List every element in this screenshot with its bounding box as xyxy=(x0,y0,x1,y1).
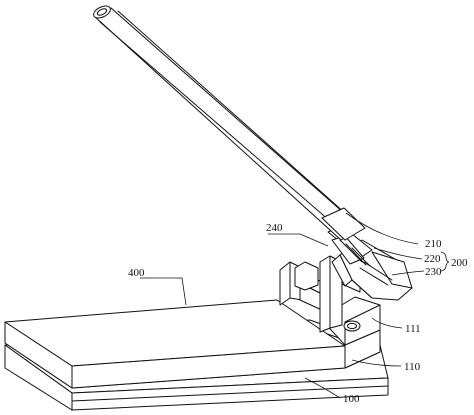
workpiece-400 xyxy=(4,299,346,389)
label-400: 400 xyxy=(128,267,145,279)
label-111: 111 xyxy=(405,323,421,335)
label-240: 240 xyxy=(266,222,283,234)
label-200: 200 xyxy=(451,257,468,269)
label-210: 210 xyxy=(425,238,442,250)
label-220: 220 xyxy=(424,253,441,265)
label-110: 110 xyxy=(404,361,421,373)
handle-210 xyxy=(93,5,366,241)
leader-lines xyxy=(140,212,450,399)
label-230: 230 xyxy=(425,266,442,278)
reference-labels: 400 240 210 220 230 200 111 110 100 xyxy=(128,222,468,405)
label-100: 100 xyxy=(343,393,360,405)
